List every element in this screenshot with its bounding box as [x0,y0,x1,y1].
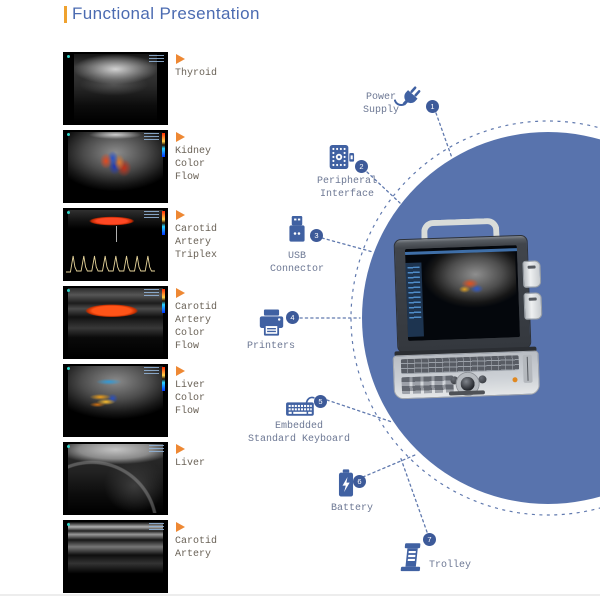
probe-marker-dot [67,211,70,214]
ultrasound-thumbnail-carotid-triplex [63,208,168,281]
ultrasound-thumbnail-carotid [63,520,168,593]
connector-line-7 [399,455,428,533]
gallery-label-text: Carotid Artery [175,536,218,560]
scan-image [68,522,163,591]
probe-marker-dot [67,445,70,448]
feature-label-trolley: Trolley [428,560,471,571]
power-plug-icon [392,83,426,117]
image-meta-text [144,211,159,220]
probe-marker-dot [67,523,70,526]
image-meta-text [144,133,159,142]
feature-number-badge: 6 [353,475,366,488]
connector-line-6 [362,454,416,478]
doppler-colorbar [162,289,165,313]
device-keyboard [400,355,520,375]
gallery-label-thyroid: Thyroid [175,54,245,80]
image-meta-text [149,445,164,454]
printer-icon [255,306,288,339]
scan-image [68,210,163,279]
feature-number-badge: 3 [310,229,323,242]
doppler-colorbar [162,211,165,235]
gallery-label-carotid-artery-triplex: Carotid Artery Triplex [175,210,245,262]
arrow-marker-icon [176,522,185,532]
probe-holder [523,292,543,320]
gallery-label-carotid-artery-color-flow: Carotid Artery Color Flow [175,288,245,353]
feature-label-battery: Battery [330,503,373,514]
scan-image [68,444,163,513]
arrow-marker-icon [176,366,185,376]
feature-number-badge: 2 [355,160,368,173]
gallery-label-text: Liver [175,458,206,469]
scan-image [68,288,163,357]
trolley-icon [396,540,426,575]
connector-line-5 [326,399,393,423]
feature-number-badge: 5 [314,395,327,408]
feature-label-power-supply: Power Supply [362,92,399,116]
connector-line-2 [366,171,401,204]
feature-number-badge: 4 [286,311,299,324]
feature-number-badge: 7 [423,533,436,546]
feature-label-embedded-standard-keyboard: Embedded Standard Keyboard [247,421,351,445]
arrow-marker-icon [176,288,185,298]
ultrasound-thumbnail-carotid-flow [63,286,168,359]
arrow-marker-icon [176,444,185,454]
gallery-label-text: Carotid Artery Color Flow [175,302,218,352]
feature-label-printers: Printers [247,341,296,352]
arrow-marker-icon [176,54,185,64]
accent-bar [64,5,67,23]
battery-icon [333,467,359,500]
scan-image [68,132,163,201]
probe-marker-dot [67,289,70,292]
image-meta-text [149,523,164,532]
probe-marker-dot [67,367,70,370]
feature-label-usb-connector: USB Connector [269,251,324,275]
ultrasound-thumbnail-liver-flow [63,364,168,437]
image-meta-text [149,55,164,64]
gallery-label-kidney-color-flow: Kidney Color Flow [175,132,245,184]
gallery-label-liver: Liver [175,444,245,470]
arrow-marker-icon [176,210,185,220]
device-tgc-sliders [522,354,533,383]
device-screen-bezel [393,234,532,354]
page-header: Functional Presentation [64,4,260,24]
peripheral-interface-icon [325,141,357,173]
ultrasound-thumbnail-thyroid [63,52,168,125]
feature-number-badge: 1 [426,100,439,113]
image-meta-text [144,289,159,298]
device-screen [404,245,521,341]
usb-connector-icon [283,213,311,247]
gallery-label-text: Thyroid [175,68,218,79]
doppler-colorbar [162,133,165,157]
doppler-colorbar [162,367,165,391]
device-knob [478,375,487,384]
device-buttons [401,375,454,395]
gallery-label-liver-color-flow: Liver Color Flow [175,366,245,418]
probe-marker-dot [67,133,70,136]
ultrasound-device [388,217,543,401]
ultrasound-thumbnail-kidney [63,130,168,203]
scan-image [68,366,163,435]
image-meta-text [144,367,159,376]
scan-image [74,54,157,123]
page-title: Functional Presentation [72,4,260,23]
probe-marker-dot [67,55,70,58]
gallery-label-text: Liver Color Flow [175,380,206,417]
dashed-ring [350,120,600,516]
connector-line-3 [321,237,374,253]
feature-label-peripheral-interface: Peripheral Interface [316,176,377,200]
spectral-waveform [66,255,155,273]
connector-line-1 [435,112,453,159]
keyboard-icon [284,394,321,421]
probe-holder [522,260,542,288]
gallery-label-text: Kidney Color Flow [175,146,212,183]
gallery-label-carotid-artery: Carotid Artery [175,522,245,561]
device-power-button [512,377,518,383]
ultrasound-thumbnail-liver [63,442,168,515]
bottom-divider [0,594,600,596]
gallery-label-text: Carotid Artery Triplex [175,224,218,261]
arrow-marker-icon [176,132,185,142]
